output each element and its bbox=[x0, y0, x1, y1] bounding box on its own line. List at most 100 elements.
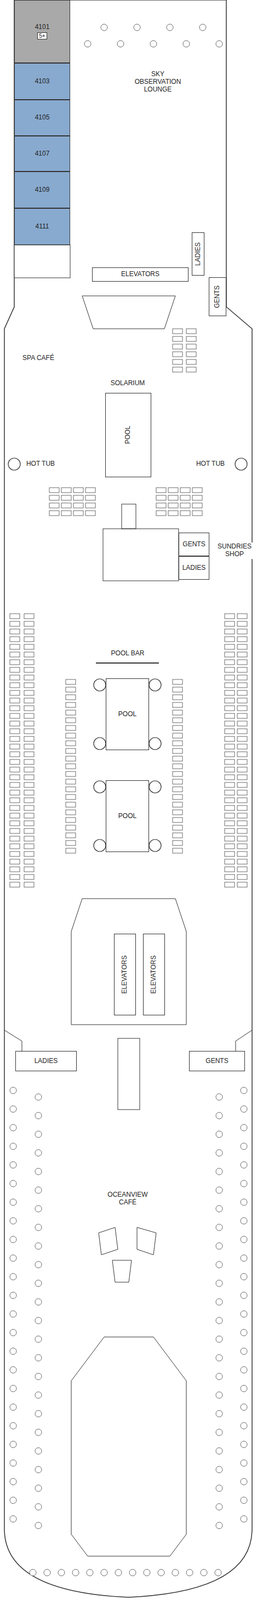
lounger bbox=[237, 859, 248, 865]
table bbox=[215, 1354, 223, 1362]
lounger bbox=[65, 802, 76, 808]
lounger bbox=[24, 736, 34, 742]
table bbox=[215, 1391, 223, 1399]
lounger bbox=[168, 510, 179, 516]
lounger bbox=[168, 503, 179, 508]
lounger bbox=[73, 503, 84, 508]
area-label: POOL BAR bbox=[110, 649, 146, 659]
lounger bbox=[224, 797, 235, 803]
area-label: SKY OBSERVATION LOUNGE bbox=[126, 70, 190, 94]
lounger bbox=[24, 629, 34, 635]
lounger bbox=[9, 759, 20, 765]
lounger bbox=[65, 702, 76, 708]
lounger bbox=[224, 629, 235, 635]
room-name: GENTS bbox=[213, 285, 221, 308]
lounger bbox=[9, 790, 20, 796]
table bbox=[215, 1186, 223, 1194]
lounger bbox=[24, 866, 34, 872]
hot-tub-symbol bbox=[8, 458, 21, 471]
lounger bbox=[172, 725, 183, 731]
table bbox=[215, 1373, 223, 1380]
table bbox=[183, 40, 190, 48]
lounger bbox=[61, 495, 72, 501]
table bbox=[150, 40, 157, 48]
table bbox=[215, 1317, 223, 1324]
cabin-box: 4111 bbox=[14, 208, 71, 245]
lounger bbox=[24, 675, 34, 681]
lounger bbox=[237, 843, 248, 849]
lounger bbox=[224, 851, 235, 857]
lounger bbox=[237, 621, 248, 627]
table bbox=[215, 1112, 223, 1119]
lounger bbox=[237, 713, 248, 719]
table bbox=[240, 1385, 248, 1392]
area-label: SUNDRIES SHOP bbox=[216, 542, 253, 559]
hot-tub-symbol bbox=[93, 780, 106, 793]
table bbox=[9, 1366, 17, 1374]
table bbox=[9, 1217, 17, 1225]
room-box: ELEVATORS bbox=[143, 933, 165, 1016]
room-name: ELEVATORS bbox=[150, 955, 158, 994]
table bbox=[35, 1503, 42, 1511]
table bbox=[9, 1143, 17, 1150]
stair bbox=[82, 295, 176, 329]
table bbox=[240, 1273, 248, 1281]
buffet-counter bbox=[117, 1038, 140, 1110]
lounger bbox=[224, 728, 235, 734]
lounger bbox=[65, 717, 76, 723]
lounger bbox=[24, 728, 34, 734]
table bbox=[199, 24, 207, 31]
lounger bbox=[172, 794, 183, 800]
room-name: LADIES bbox=[34, 1057, 59, 1065]
lounger bbox=[237, 629, 248, 635]
table bbox=[200, 1569, 208, 1576]
lounger bbox=[224, 721, 235, 727]
lounger bbox=[192, 503, 203, 508]
cabin-box: 4103 bbox=[14, 63, 71, 100]
lounger bbox=[9, 613, 20, 619]
lounger bbox=[186, 367, 197, 373]
lounger bbox=[9, 859, 20, 865]
table bbox=[35, 1149, 42, 1157]
table bbox=[35, 1391, 42, 1399]
table bbox=[43, 1569, 51, 1576]
table bbox=[240, 1329, 248, 1336]
table bbox=[9, 1515, 17, 1523]
table bbox=[35, 1335, 42, 1343]
lounger bbox=[224, 636, 235, 642]
table bbox=[35, 1354, 42, 1362]
lounger bbox=[65, 771, 76, 777]
table bbox=[9, 1329, 17, 1336]
table bbox=[35, 1485, 42, 1492]
lounger bbox=[85, 487, 96, 493]
lounger bbox=[237, 813, 248, 819]
table bbox=[215, 1522, 223, 1529]
table bbox=[117, 40, 124, 48]
table bbox=[240, 1515, 248, 1523]
lounger bbox=[9, 667, 20, 673]
lounger bbox=[24, 659, 34, 665]
lounger bbox=[186, 351, 197, 357]
table bbox=[240, 1497, 248, 1504]
lounger bbox=[65, 832, 76, 838]
table bbox=[9, 1273, 17, 1281]
lounger bbox=[9, 644, 20, 650]
lounger bbox=[73, 487, 84, 493]
table bbox=[240, 1161, 248, 1169]
lounger bbox=[85, 503, 96, 508]
lounger bbox=[65, 694, 76, 700]
lounger bbox=[237, 644, 248, 650]
table bbox=[84, 40, 91, 48]
table bbox=[215, 1335, 223, 1343]
table bbox=[35, 1112, 42, 1119]
lounger bbox=[9, 751, 20, 757]
lounger bbox=[237, 675, 248, 681]
lounger bbox=[172, 756, 183, 762]
passage bbox=[121, 504, 136, 529]
lounger bbox=[9, 797, 20, 803]
lounger bbox=[24, 613, 34, 619]
table bbox=[240, 1422, 248, 1430]
cabin-box: 41015+ bbox=[14, 0, 71, 64]
hot-tub-symbol bbox=[93, 737, 106, 750]
